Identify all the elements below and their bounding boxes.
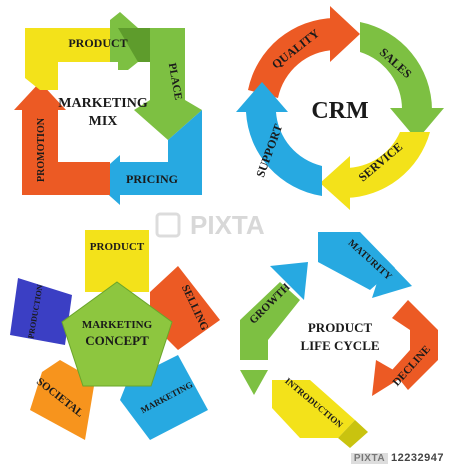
plc-growth-arrow (270, 262, 308, 300)
mc-center-line2: CONCEPT (85, 333, 149, 348)
mm-promotion-arrow (14, 82, 66, 110)
product-life-cycle-diagram: GROWTH MATURITY DECLINE INTRODUCTION PRO… (240, 232, 438, 448)
mc-center-line1: MARKETING (82, 319, 153, 331)
plc-maturity-band (318, 232, 395, 290)
plc-maturity-arrow (372, 258, 412, 298)
footer-credit: PIXTA 12232947 (350, 450, 444, 466)
crm-quality-segment (248, 18, 335, 98)
mm-left-yellow (25, 62, 58, 90)
crm-service-arrow (320, 156, 350, 210)
watermark: PIXTA (155, 210, 265, 240)
plc-decline-arrow (372, 360, 404, 396)
mm-center-line1: MARKETING (58, 96, 148, 111)
plc-introduction-arrow (240, 370, 268, 395)
footer-id-number: 12232947 (391, 452, 444, 464)
plc-introduction-band (272, 380, 355, 438)
plc-decline-band (392, 300, 438, 390)
mc-production-petal (10, 278, 72, 345)
crm-support-arrow (236, 82, 288, 112)
watermark-logo-icon (155, 212, 181, 238)
plc-bottom-fold (338, 420, 368, 448)
mm-product-arrow (110, 12, 138, 70)
mm-place-band (150, 28, 185, 100)
crm-quality-arrow (330, 6, 360, 62)
crm-center-label: CRM (311, 98, 368, 124)
plc-growth-band (240, 282, 300, 360)
mm-product-label: PRODUCT (68, 36, 127, 50)
mc-center-pentagon (61, 281, 173, 387)
mm-pricing-band (120, 110, 202, 195)
crm-diagram: QUALITY SALES SERVICE SUPPORT CRM (236, 6, 444, 210)
marketing-concept-diagram: PRODUCT SELLING MARKETING SOCIETAL PRODU… (10, 230, 220, 440)
footer-logo: PIXTA (350, 452, 389, 464)
marketing-mix-diagram: PRODUCT PLACE PRICING PROMOTION MARKETIN… (14, 12, 202, 205)
crm-support-segment (246, 112, 322, 196)
mm-pricing-label: PRICING (126, 172, 178, 186)
crm-sales-arrow (390, 108, 444, 140)
crm-sales-segment (360, 22, 432, 110)
mc-product-label: PRODUCT (90, 241, 145, 253)
crm-service-segment (345, 132, 430, 198)
plc-center-line1: PRODUCT (308, 320, 373, 335)
mm-product-band (25, 28, 120, 70)
mm-promotion-label: PROMOTION (36, 117, 47, 182)
watermark-text: PIXTA (190, 210, 265, 240)
plc-center-line2: LIFE CYCLE (300, 338, 379, 353)
mm-place-fold (118, 28, 150, 62)
mm-promotion-band (22, 110, 58, 195)
mm-place-arrow (134, 100, 202, 140)
mc-societal-petal (30, 360, 95, 440)
mm-center-line2: MIX (89, 114, 118, 129)
